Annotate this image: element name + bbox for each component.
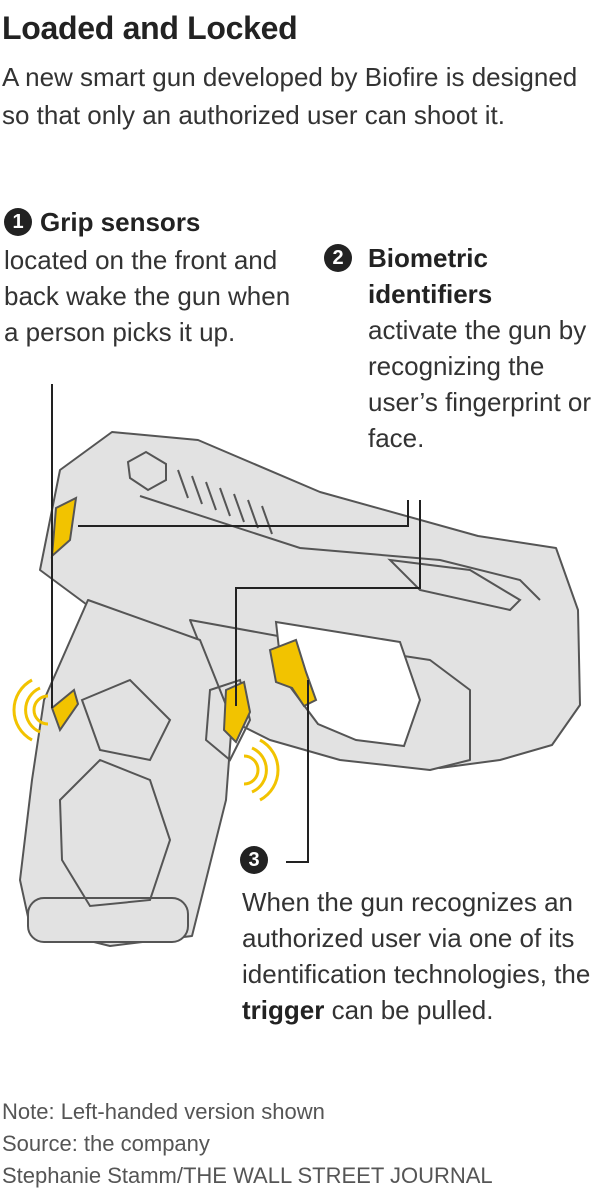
callout-body-before: When the gun recognizes an authorized us… bbox=[242, 887, 591, 989]
source-text: Source: the company bbox=[2, 1131, 210, 1156]
callout-body-bold: trigger bbox=[242, 995, 325, 1025]
gun-ejection-window bbox=[387, 558, 522, 612]
callout-number-badge-trigger: 3 bbox=[240, 846, 268, 874]
grip-sensor-back bbox=[50, 688, 80, 733]
leader-line-2b bbox=[235, 500, 421, 706]
subtitle: A new smart gun developed by Biofire is … bbox=[2, 62, 578, 130]
gun-serrations bbox=[177, 469, 273, 535]
sensor-signal-icon bbox=[12, 678, 280, 802]
credit-text: Stephanie Stamm/THE WALL STREET JOURNAL bbox=[2, 1163, 493, 1188]
note-text: Note: Left-handed version shown bbox=[2, 1099, 325, 1124]
trigger bbox=[268, 638, 318, 708]
callout-number-badge: 1 bbox=[4, 208, 32, 236]
callout-biometric-identifiers: 2 Biometric identifiers activate the gun … bbox=[324, 240, 594, 456]
callout-heading: Biometric identifiers bbox=[368, 243, 493, 309]
gun-slide-groove bbox=[139, 495, 541, 601]
biometric-sensor-top bbox=[50, 496, 78, 559]
callout-body-after: can be pulled. bbox=[324, 995, 494, 1025]
leader-lines bbox=[51, 384, 421, 863]
callout-trigger: When the gun recognizes an authorized us… bbox=[242, 884, 592, 1028]
gun-grip-panel bbox=[58, 758, 172, 908]
callout-heading: Grip sensors bbox=[40, 207, 201, 237]
page-title: Loaded and Locked bbox=[2, 10, 298, 46]
grip-sensor-front bbox=[222, 680, 252, 744]
leader-line-3 bbox=[286, 680, 309, 863]
gun-grip-panel-2 bbox=[80, 678, 172, 762]
gun-magazine-base bbox=[27, 897, 189, 943]
callout-grip-sensors: 1 Grip sensors located on the front and b… bbox=[4, 204, 294, 350]
callout-body: activate the gun by recognizing the user… bbox=[368, 315, 592, 453]
callout-number-badge: 2 bbox=[324, 244, 352, 272]
gun-sight-hex bbox=[126, 450, 167, 492]
leader-line-2 bbox=[78, 500, 409, 527]
footer-notes: Note: Left-handed version shown Source: … bbox=[2, 1096, 493, 1192]
callout-body: located on the front and back wake the g… bbox=[4, 245, 291, 347]
